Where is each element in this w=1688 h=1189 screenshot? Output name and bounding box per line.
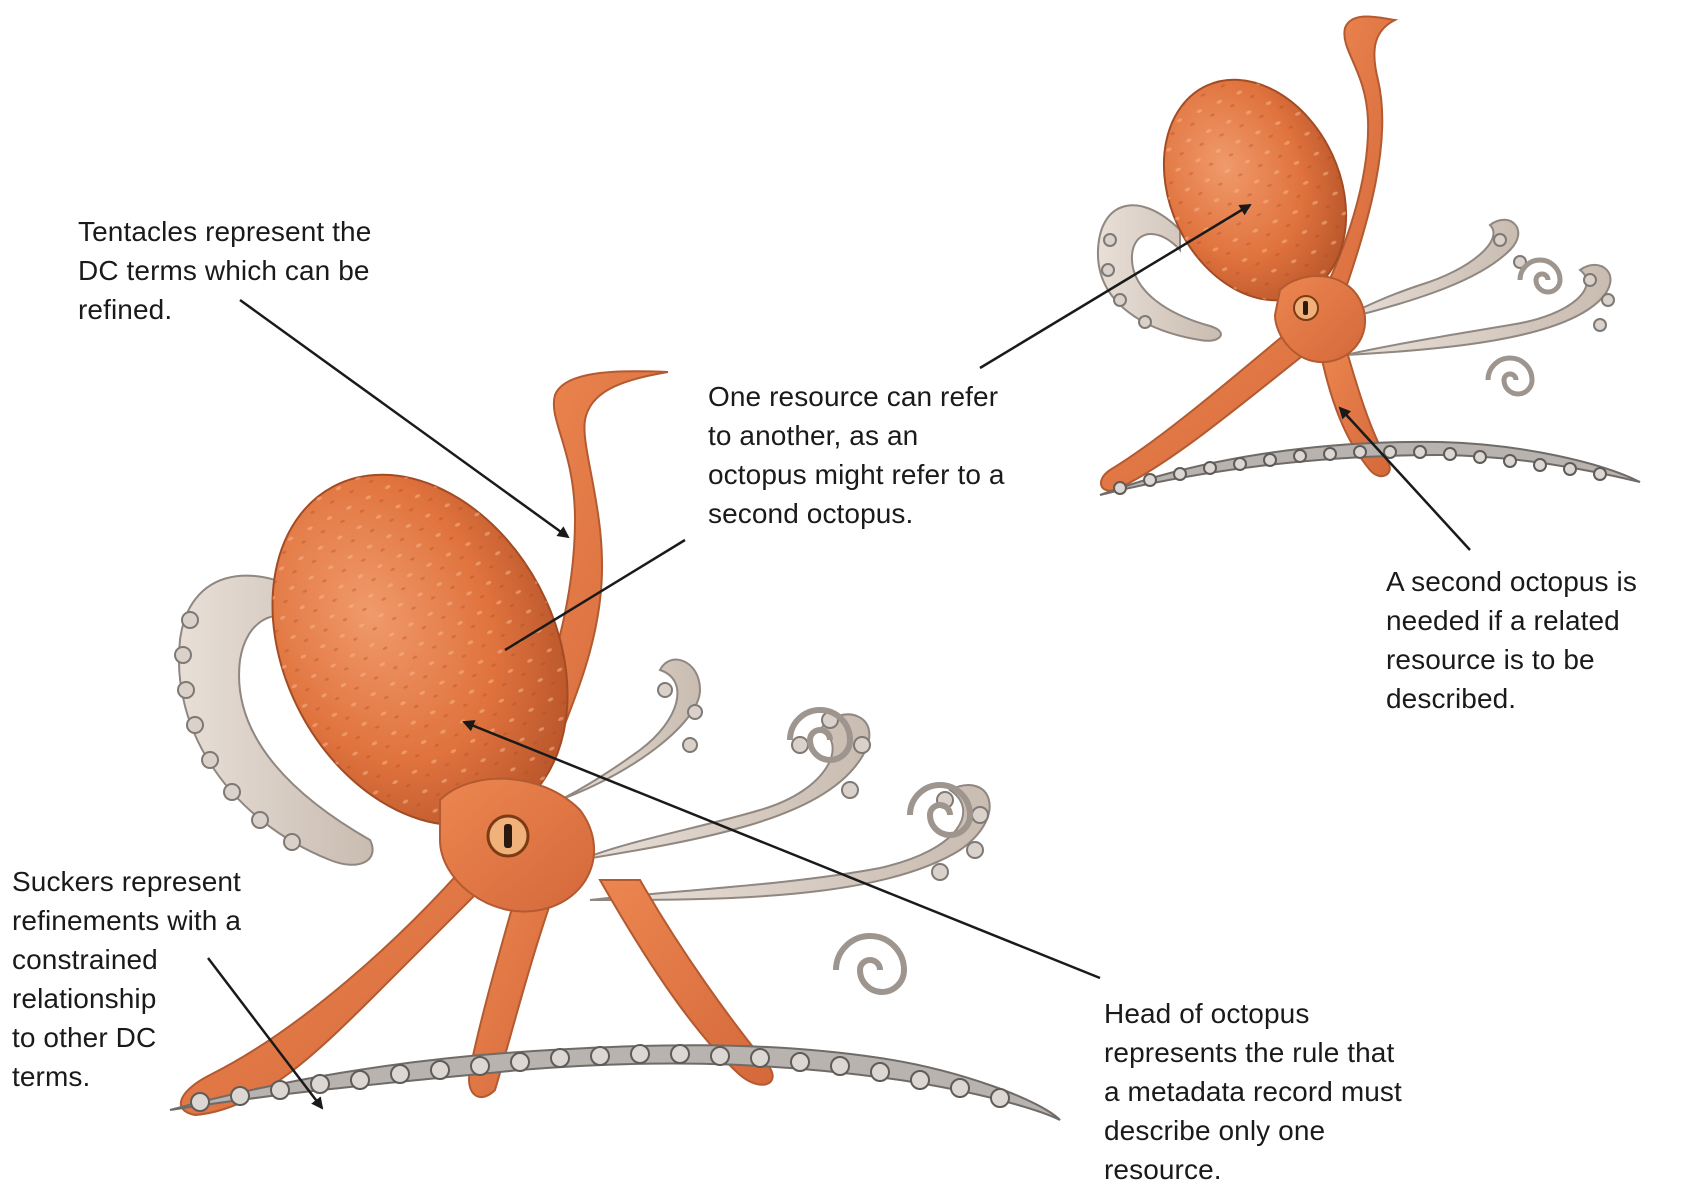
large-octopus-spiral-3 xyxy=(836,936,904,992)
small-octopus-spiral-1 xyxy=(1488,358,1532,394)
small-octopus-eye xyxy=(1294,296,1318,320)
small-octopus-right-arm-2 xyxy=(1345,265,1610,355)
small-octopus xyxy=(1098,17,1640,496)
large-octopus-bottom-suckers xyxy=(191,1045,1009,1111)
caption-suckers: Suckers represent refinements with a con… xyxy=(12,862,241,1096)
caption-second-octopus: A second octopus is needed if a related … xyxy=(1386,562,1637,718)
small-octopus-spiral-2 xyxy=(1520,260,1560,292)
large-octopus-eye xyxy=(488,816,528,856)
caption-head: Head of octopus represents the rule that… xyxy=(1104,994,1402,1189)
caption-resource-refer: One resource can refer to another, as an… xyxy=(708,377,1005,533)
arrow-second-octopus xyxy=(1340,408,1470,550)
small-octopus-right-arm-1 xyxy=(1340,220,1518,320)
caption-tentacles: Tentacles represent the DC terms which c… xyxy=(78,212,371,329)
